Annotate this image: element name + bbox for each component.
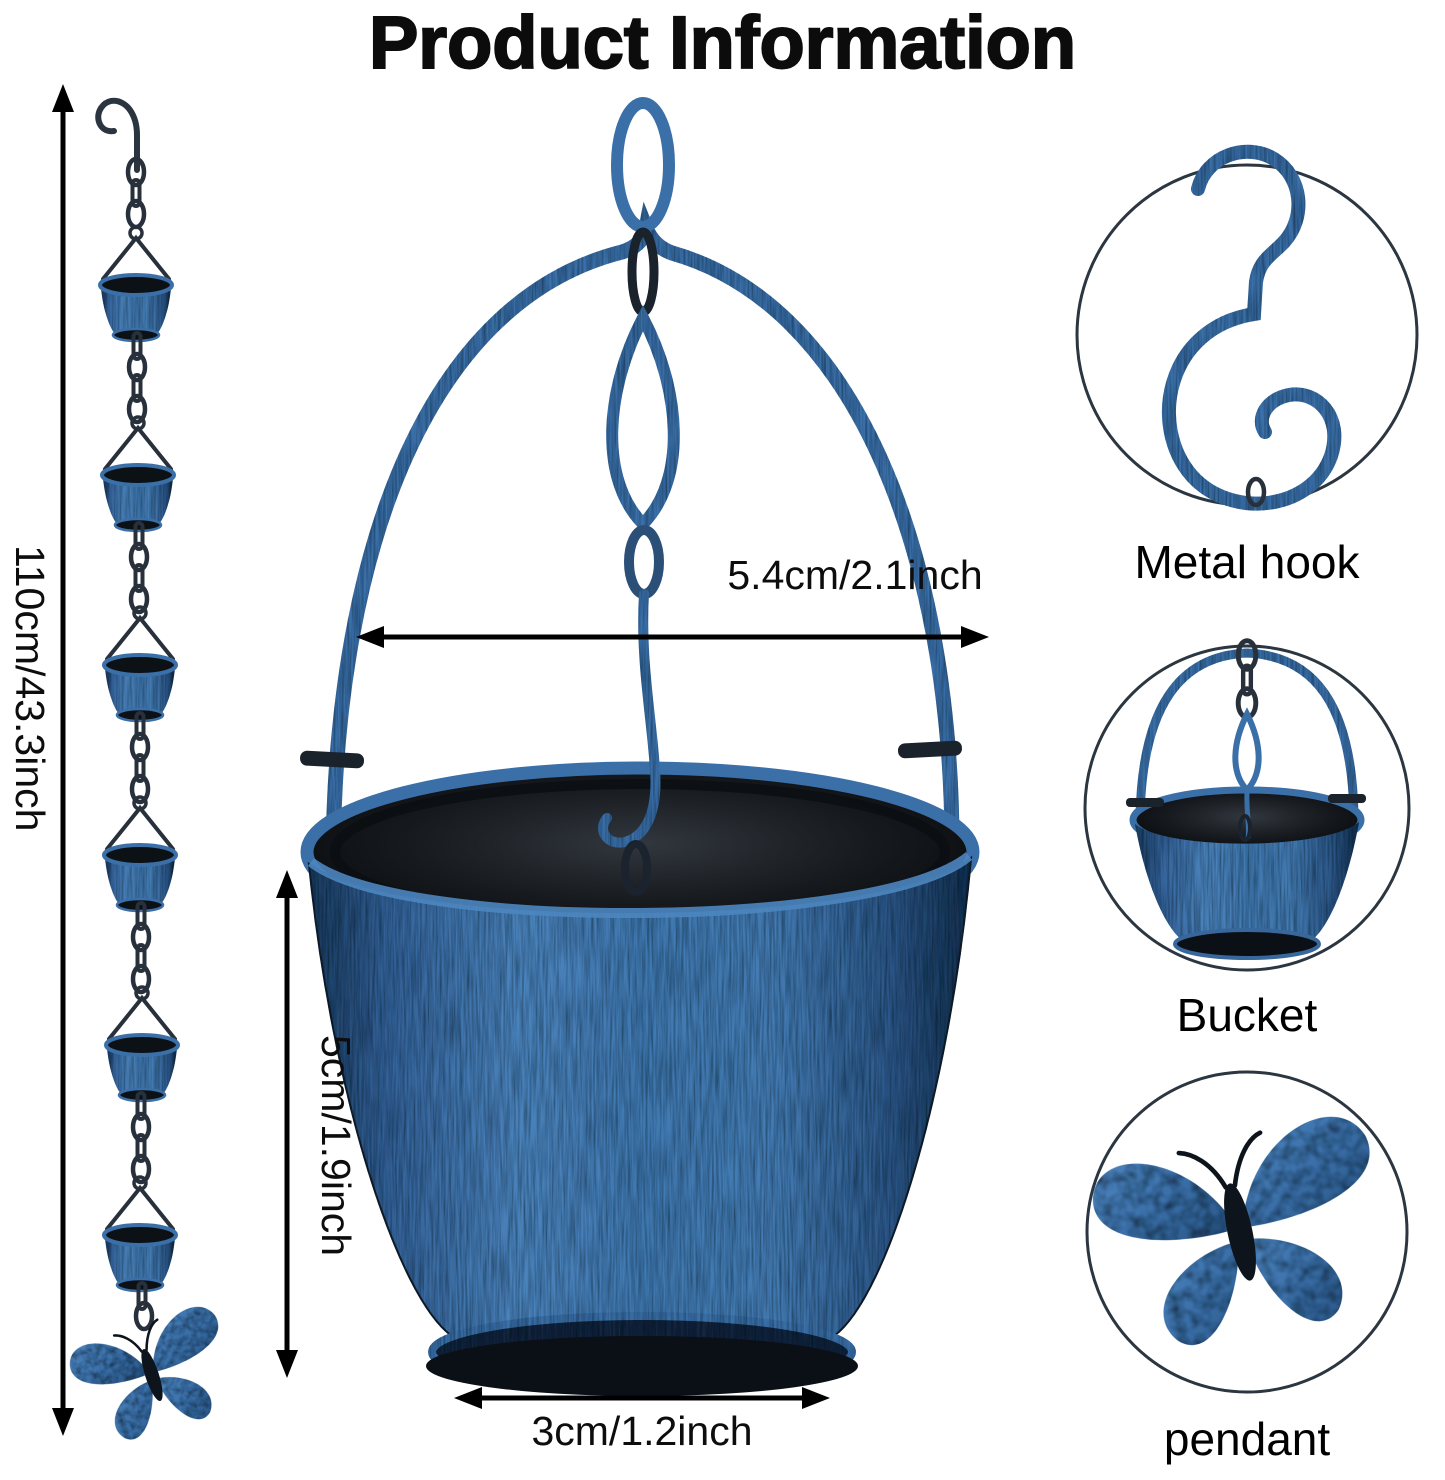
pendant-callout-label: pendant xyxy=(1163,1413,1331,1465)
metal-hook-callout-label: Metal hook xyxy=(1134,536,1360,588)
bucket-chain xyxy=(606,97,680,599)
bucket-height-label: 5cm/1.9inch xyxy=(313,1035,359,1257)
chain-length-label: 110cm/43.3inch xyxy=(7,545,53,832)
bucket-circle xyxy=(1083,644,1411,972)
bucket-detail-icon xyxy=(1126,641,1366,960)
rain-chain-illustration xyxy=(64,97,245,1453)
top-width-dimension-arrow xyxy=(356,626,989,648)
bucket-chain-hook xyxy=(598,589,661,848)
base-width-label: 3cm/1.2inch xyxy=(531,1408,753,1454)
pendant-circle xyxy=(1085,1070,1409,1394)
bucket-body xyxy=(307,855,973,1337)
base-width-dimension-arrow xyxy=(454,1387,830,1409)
chain-butterfly-pendant-icon xyxy=(64,1301,245,1453)
page-title: Product Information xyxy=(368,0,1077,85)
bucket-callout-label: Bucket xyxy=(1176,989,1318,1041)
pendant-detail-icon xyxy=(1085,1109,1402,1362)
metal-hook-circle xyxy=(1075,163,1419,507)
main-bucket-illustration xyxy=(300,97,980,1396)
chain-length-dimension-arrow xyxy=(52,84,74,1436)
metal-hook-detail-icon xyxy=(1162,144,1342,511)
bucket-height-dimension-arrow xyxy=(276,870,298,1378)
chain-top-hook-icon xyxy=(95,97,140,173)
top-width-label: 5.4cm/2.1inch xyxy=(727,552,983,598)
